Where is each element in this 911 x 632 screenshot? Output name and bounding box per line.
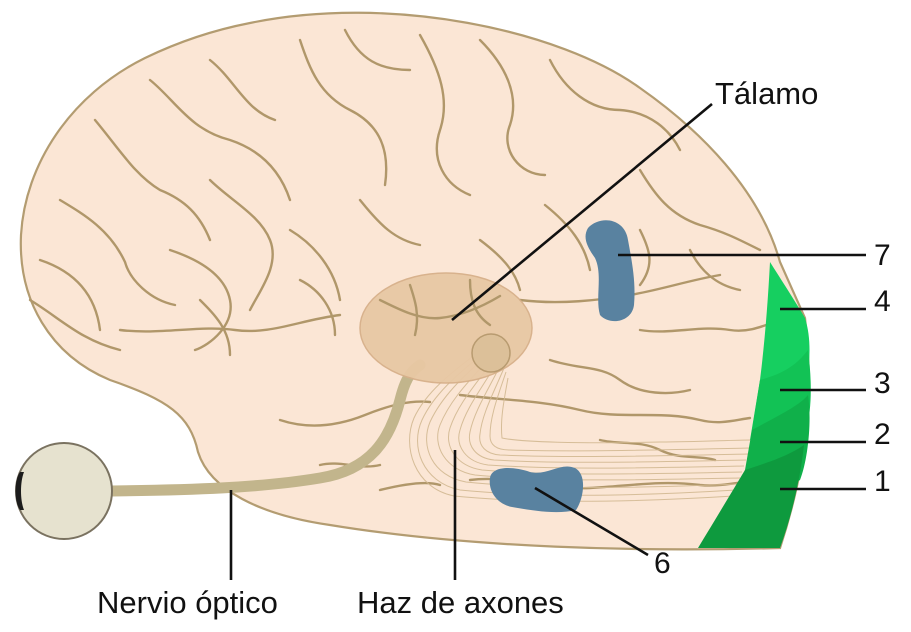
label-4: 4	[874, 285, 891, 318]
axon-bundle-fibers	[409, 353, 753, 502]
label-axon-bundle: Haz de axones	[357, 585, 564, 620]
visual-cortex-layers	[698, 262, 811, 548]
label-6: 6	[654, 547, 671, 580]
lateral-geniculate-nucleus	[471, 333, 511, 373]
pupil	[15, 472, 24, 510]
label-3: 3	[874, 367, 891, 400]
cortex-layer-1	[698, 445, 804, 548]
cortical-sulci	[28, 28, 782, 492]
optic-nerve	[106, 359, 426, 497]
eyeball	[15, 442, 113, 540]
eye	[15, 442, 113, 540]
label-2: 2	[874, 418, 891, 451]
leader-lines	[229, 103, 866, 580]
label-thalamus: Tálamo	[715, 76, 818, 111]
region-7-blue	[585, 220, 635, 322]
label-7: 7	[874, 239, 891, 272]
leader-6	[534, 486, 649, 557]
label-optic-nerve: Nervio óptico	[97, 585, 278, 620]
thalamus	[359, 272, 533, 384]
leader-thalamus	[451, 103, 713, 321]
label-1: 1	[874, 465, 891, 498]
thalamus-sulci	[378, 278, 502, 337]
